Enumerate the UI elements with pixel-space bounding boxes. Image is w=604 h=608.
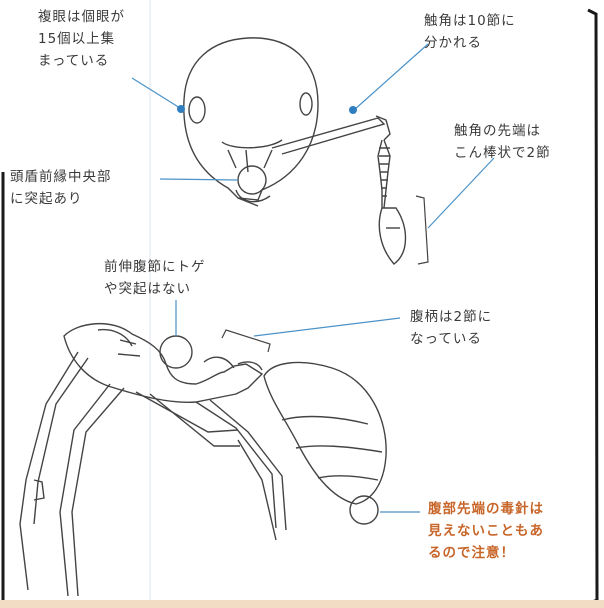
- pointer-antenna-segments: [354, 44, 428, 110]
- pointer-compound-eye: [132, 78, 180, 108]
- label-compound-eye: 複眼は個眼が 15個以上集 まっている: [38, 6, 125, 72]
- antenna: [272, 116, 406, 264]
- label-clypeus: 頭盾前縁中央部 に突起あり: [10, 166, 112, 210]
- pointer-dot-compound-eye: [177, 105, 185, 113]
- pointer-dot-antenna: [349, 106, 357, 114]
- frame-right-border: [588, 10, 597, 604]
- label-antenna-tip: 触角の先端は こん棒状で2節: [454, 120, 551, 164]
- pointer-antenna-tip: [428, 158, 494, 228]
- clypeus-circle: [238, 166, 266, 194]
- label-antenna-segments: 触角は10節に 分かれる: [424, 10, 516, 54]
- label-sting-warning: 腹部先端の毒針は 見えないこともあ るので注意！: [428, 498, 544, 564]
- compound-eye: [189, 97, 205, 123]
- ant-head: [184, 38, 318, 206]
- pointer-clypeus: [160, 179, 238, 180]
- bottom-strip: [0, 600, 604, 608]
- antenna-tip-bracket: [416, 196, 428, 264]
- petiole-bracket: [222, 330, 270, 352]
- label-petiole: 腹柄は2節に なっている: [410, 306, 492, 350]
- propodeum-circle: [160, 336, 192, 368]
- ant-body: [20, 324, 386, 596]
- label-propodeum: 前伸腹節にトゲ や突起はない: [104, 256, 206, 300]
- pointer-petiole: [254, 318, 400, 336]
